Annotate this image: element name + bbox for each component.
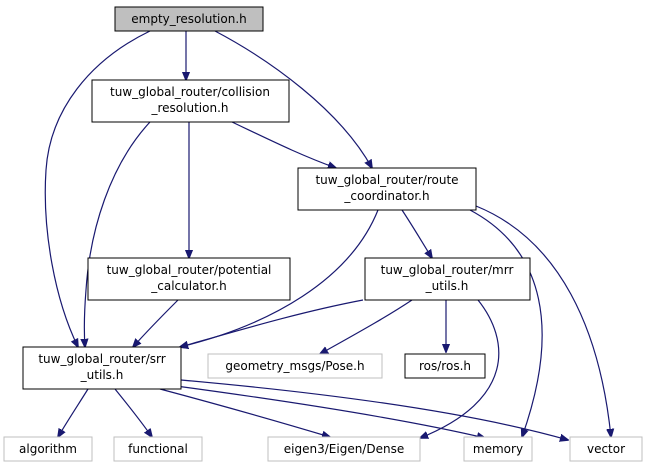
node-label: algorithm (19, 442, 77, 456)
node-eigen[interactable]: eigen3/Eigen/Dense (267, 436, 421, 462)
node-label-line2: _calculator.h (150, 279, 226, 293)
node-vector[interactable]: vector (569, 436, 643, 462)
node-label: geometry_msgs/Pose.h (225, 359, 364, 373)
node-label: empty_resolution.h (131, 12, 247, 26)
edge-collision-resolution-to-route-coordinator (231, 121, 336, 168)
edge-srr-utils-to-eigen (159, 388, 330, 437)
node-label-line1: tuw_global_router/collision (110, 85, 270, 99)
node-functional[interactable]: functional (113, 436, 203, 462)
node-empty-resolution[interactable]: empty_resolution.h (114, 6, 264, 32)
node-label: memory (473, 442, 523, 456)
node-label-line2: _coordinator.h (343, 189, 429, 203)
node-collision-resolution[interactable]: tuw_global_router/collision _resolution.… (91, 79, 290, 123)
node-label: eigen3/Eigen/Dense (284, 442, 404, 456)
edge-srr-utils-to-memory (175, 385, 485, 438)
node-label-line1: tuw_global_router/route (315, 173, 458, 187)
node-ros[interactable]: ros/ros.h (404, 353, 486, 379)
node-mrr-utils[interactable]: tuw_global_router/mrr _utils.h (364, 257, 531, 301)
node-label: ros/ros.h (419, 359, 471, 373)
edge-srr-utils-to-vector (180, 379, 568, 440)
node-pose[interactable]: geometry_msgs/Pose.h (207, 353, 383, 379)
edge-route-coordinator-to-memory (469, 209, 543, 437)
node-potential-calculator[interactable]: tuw_global_router/potential _calculator.… (87, 257, 291, 301)
edge-srr-utils-to-functional (114, 388, 152, 437)
node-label-line1: tuw_global_router/mrr (381, 263, 514, 277)
edge-collision-resolution-to-srr-utils (84, 121, 151, 347)
edge-srr-utils-to-algorithm (58, 388, 89, 437)
edge-mrr-utils-to-srr-utils (180, 299, 364, 347)
node-label-line2: _resolution.h (151, 101, 229, 115)
edge-potential-calculator-to-srr-utils (133, 299, 179, 347)
node-memory[interactable]: memory (463, 436, 533, 462)
node-label-line1: tuw_global_router/srr (38, 352, 165, 366)
edge-mrr-utils-to-pose (320, 299, 413, 354)
node-label-line2: _utils.h (80, 368, 124, 382)
node-label: functional (128, 442, 188, 456)
node-srr-utils[interactable]: tuw_global_router/srr _utils.h (22, 346, 182, 390)
nodes-layer: empty_resolution.h tuw_global_router/col… (3, 6, 643, 462)
edge-route-coordinator-to-mrr-utils (401, 209, 432, 258)
edge-route-coordinator-to-vector (475, 205, 611, 437)
node-route-coordinator[interactable]: tuw_global_router/route _coordinator.h (297, 167, 477, 211)
node-label-line2: _utils.h (425, 279, 469, 293)
node-label-line1: tuw_global_router/potential (107, 263, 272, 277)
edge-empty-resolution-to-srr-utils (44, 30, 151, 347)
edge-empty-resolution-to-route-coordinator (214, 30, 372, 168)
edge-mrr-utils-to-eigen (420, 299, 500, 438)
node-algorithm[interactable]: algorithm (3, 436, 93, 462)
node-label: vector (587, 442, 625, 456)
